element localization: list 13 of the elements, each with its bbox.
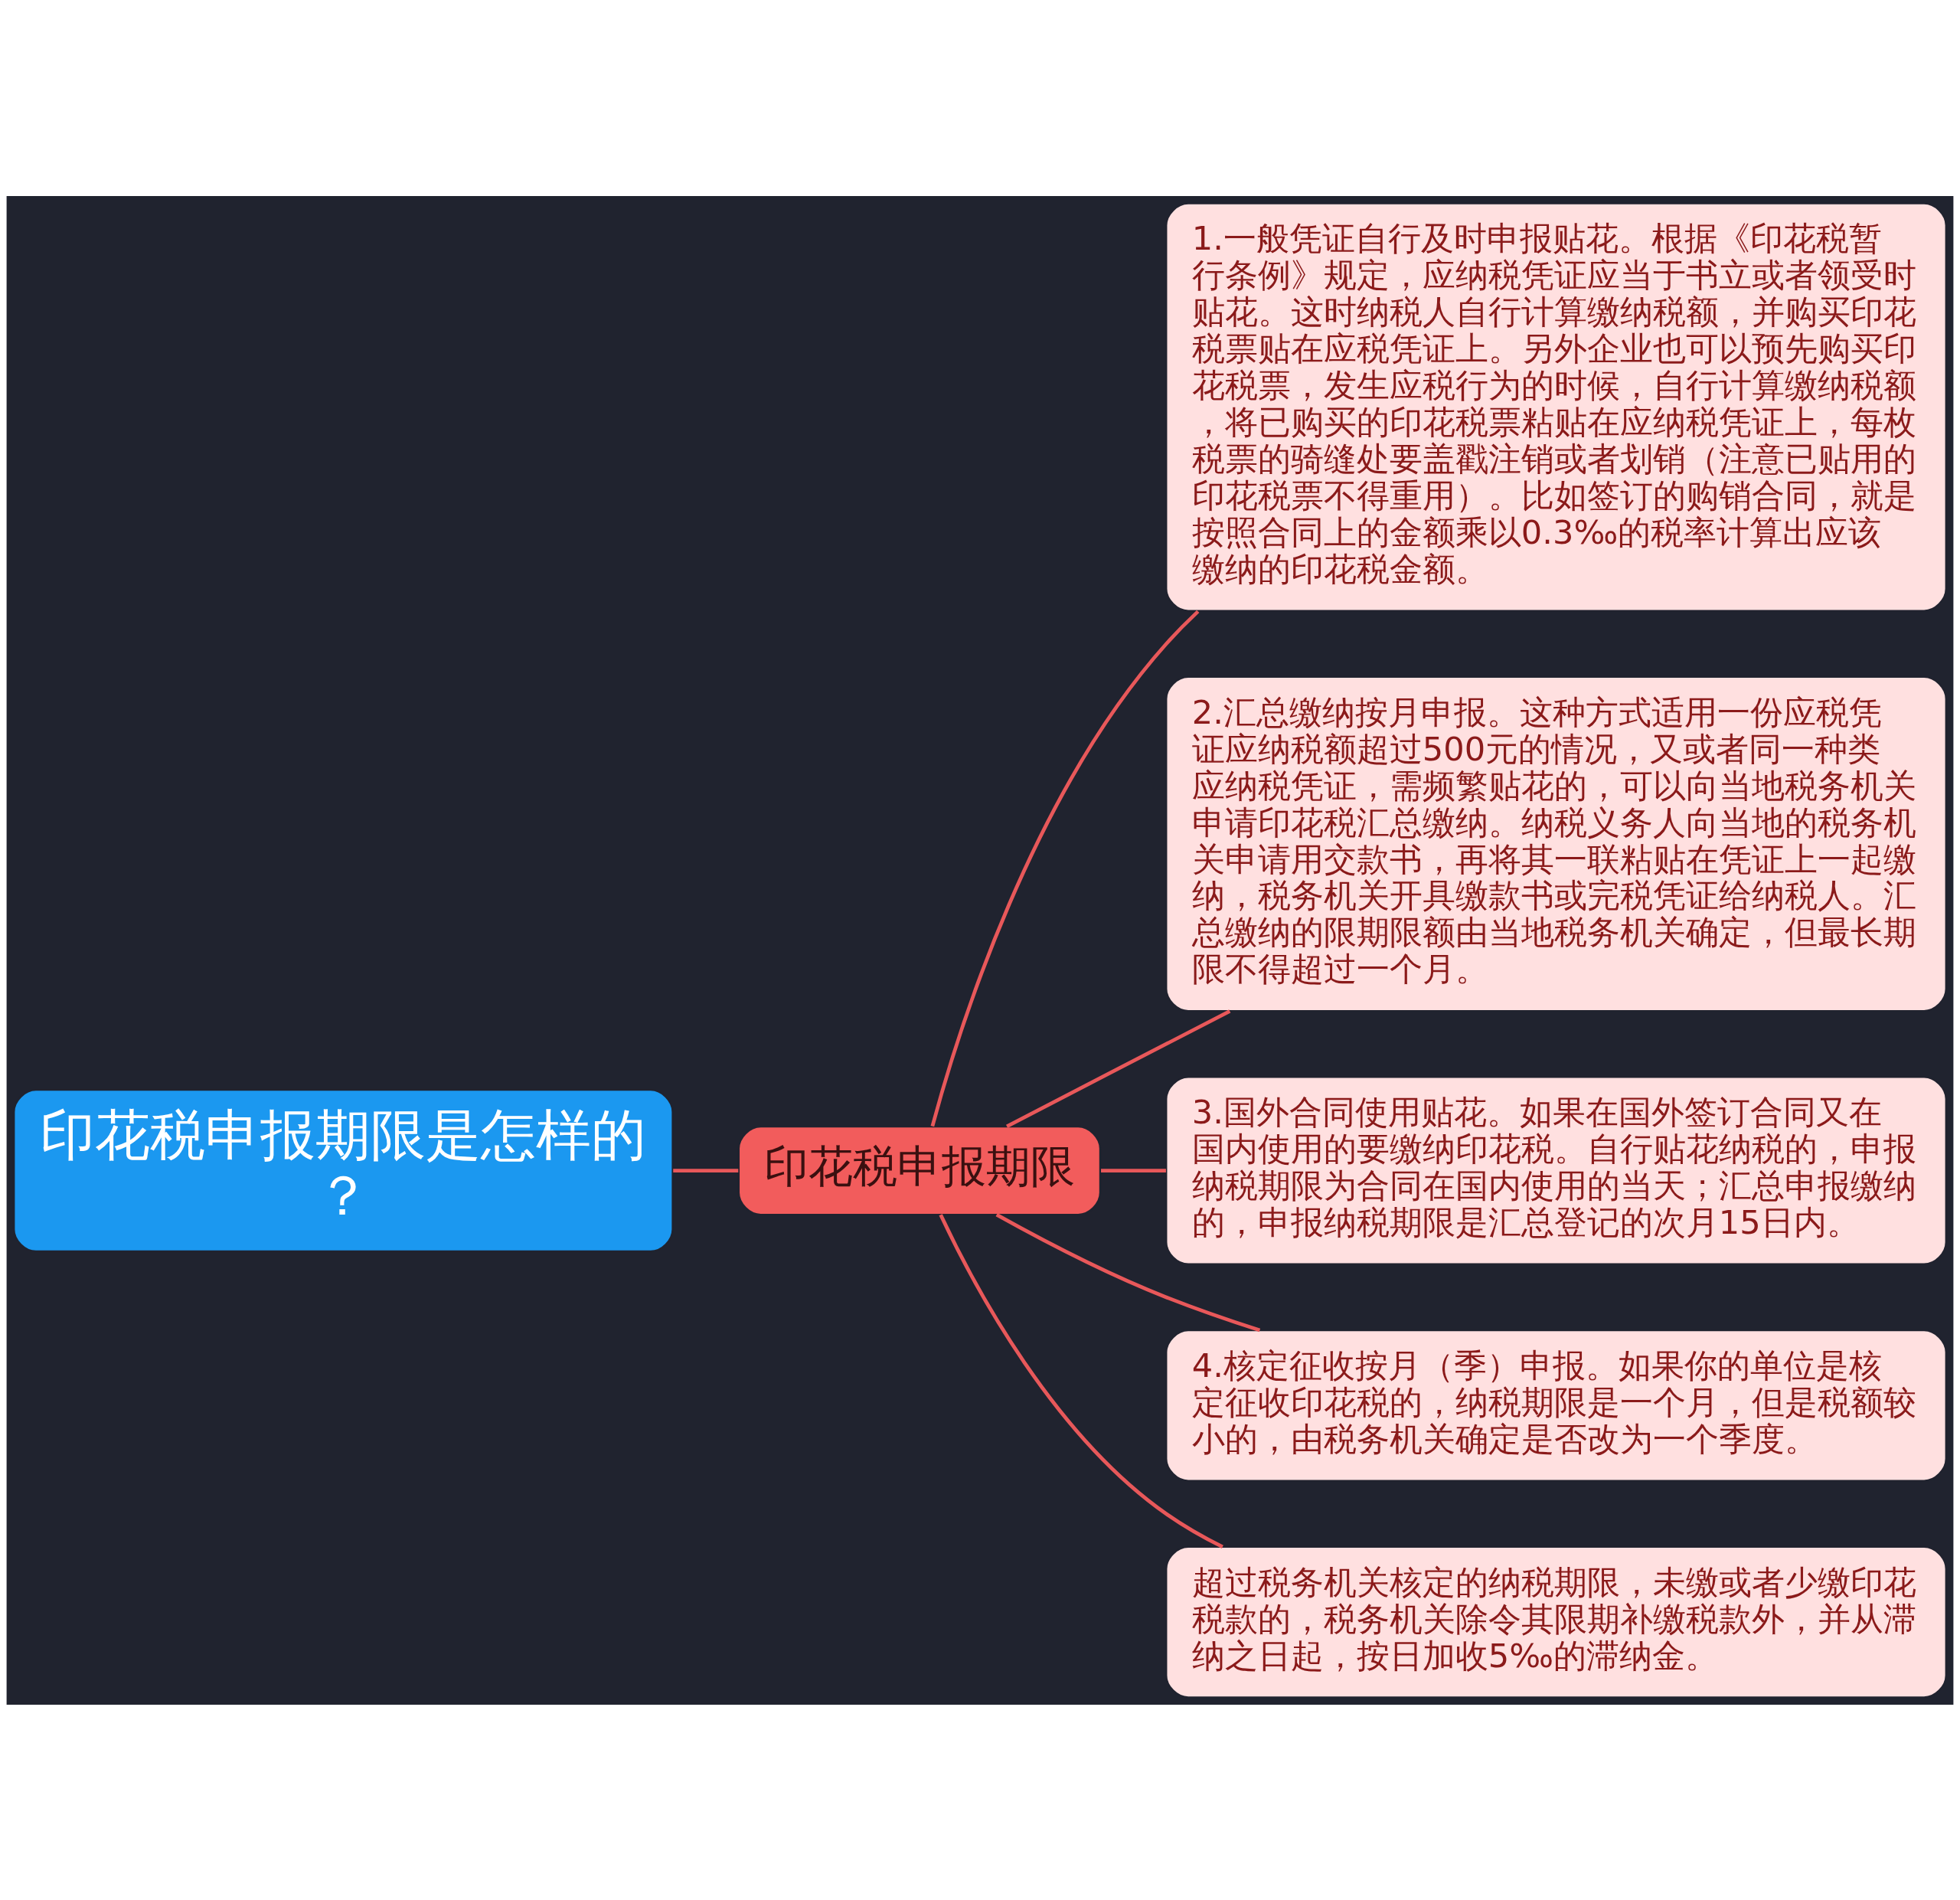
node-box: 超过税务机关核定的纳税期限，未缴或者少缴印花税款的，税务机关除令其限期补缴税款外，并从滞纳之日起，按日加收5‰的滞纳金。: [1165, 1545, 1947, 1699]
node-box: 印花税申报期限是怎样的？: [13, 1088, 674, 1252]
node-box: 1.一般凭证自行及时申报贴花。根据《印花税暂行条例》规定，应纳税凭证应当于书立或者领受时贴花。这时纳税人自行计算缴纳税额，并购买印花税票贴在应税凭证上。另外企业也可以预先购买印花税票，发生应税行为的时候，自行计算缴纳税额，将已购买的印花税票粘贴在应纳税凭证上，每枚税票的骑缝处要盖戳注销或者划销（注意已贴用的印花税票不得重用）。比如签订的购销合同，就是按照合同上的金额乘以0.3‰的税率计算出应该缴纳的印花税金额。: [1165, 201, 1947, 612]
connector: [1006, 1009, 1231, 1128]
node-box: 印花税申报期限: [737, 1125, 1102, 1215]
connector: [930, 610, 1200, 1127]
connector: [939, 1213, 1223, 1548]
node-box: 3.国外合同使用贴花。如果在国外签订合同又在国内使用的要缴纳印花税。自行贴花纳税的，申报纳税期限为合同在国内使用的当天；汇总申报缴纳的，申报纳税期限是汇总登记的次月15日内。: [1165, 1075, 1947, 1265]
connector: [995, 1212, 1261, 1332]
connector: [1101, 1168, 1166, 1172]
node-box: 4.核定征收按月（季）申报。如果你的单位是核定征收印花税的，纳税期限是一个月，但是税额较小的，由税务机关确定是否改为一个季度。: [1165, 1329, 1947, 1482]
connector: [673, 1168, 739, 1172]
node-box: 2.汇总缴纳按月申报。这种方式适用一份应税凭证应纳税额超过500元的情况，又或者同一种类应纳税凭证，需频繁贴花的，可以向当地税务机关申请印花税汇总缴纳。纳税义务人向当地的税务机关申请用交款书，再将其一联粘贴在凭证上一起缴纳，税务机关开具缴款书或完税凭证给纳税人。汇总缴纳的限期限额由当地税务机关确定，但最长期限不得超过一个月。: [1165, 675, 1947, 1012]
